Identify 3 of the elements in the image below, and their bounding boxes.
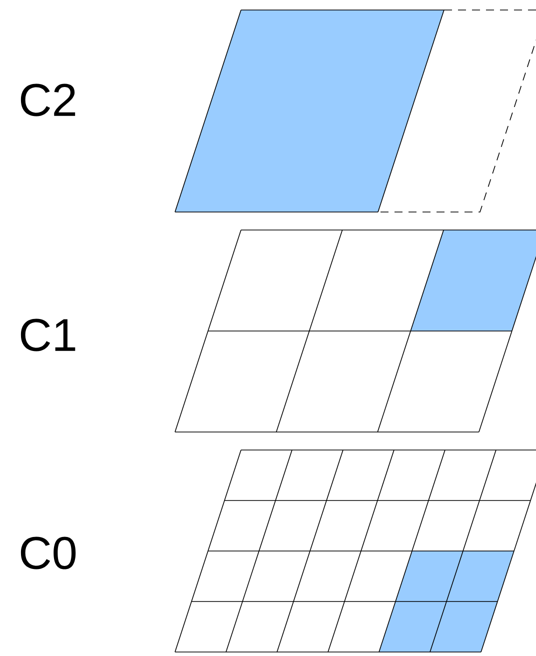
level-label: C1 — [20, 318, 76, 352]
level-label: C2 — [20, 84, 76, 116]
level-label: C0 — [20, 536, 76, 570]
